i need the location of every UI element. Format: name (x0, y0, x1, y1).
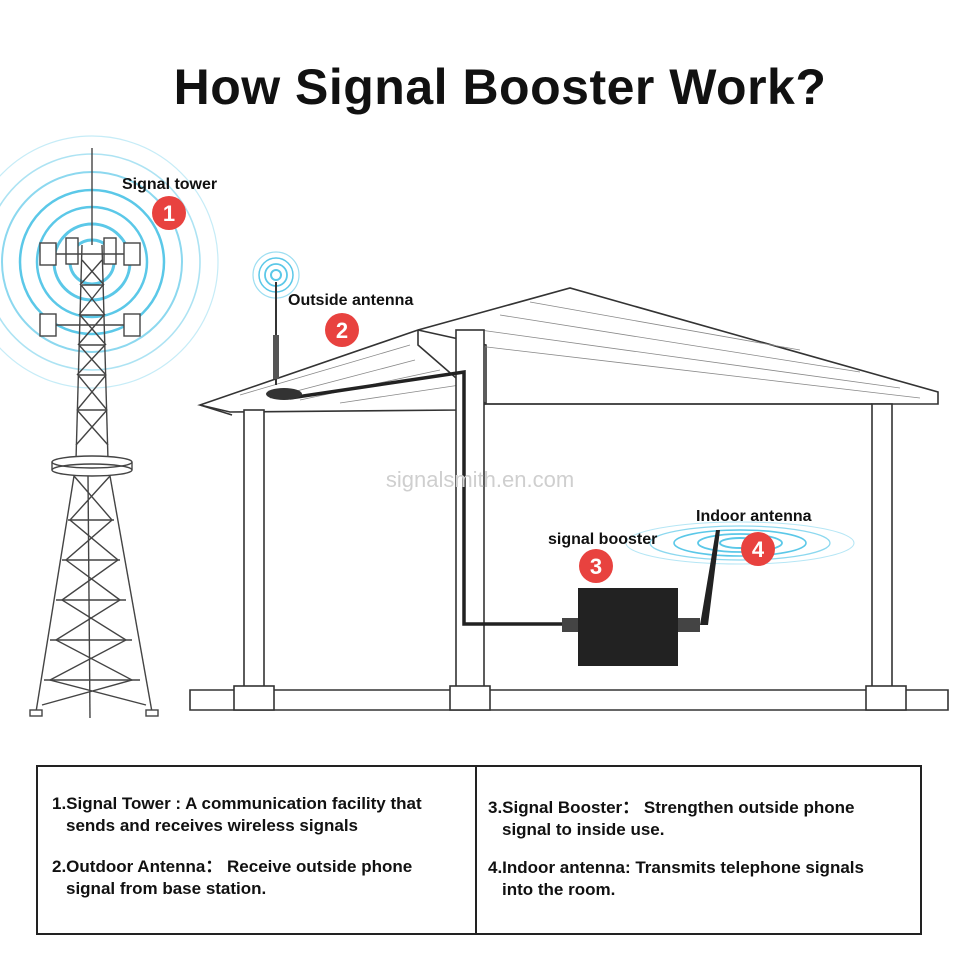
description-outdoor-antenna: 2.Outdoor Antenna： Receive outside phone… (52, 856, 412, 900)
indoor-antenna-icon (700, 530, 720, 625)
antenna-cable (289, 369, 566, 626)
description-signal-tower: 1.Signal Tower : A communication facilit… (52, 793, 422, 837)
marker-2-number: 2 (336, 318, 348, 343)
marker-3-circle (579, 549, 613, 583)
marker-1: 1 (152, 196, 186, 230)
marker-4-circle (741, 532, 775, 566)
table-divider (475, 767, 477, 933)
house-icon (189, 287, 949, 711)
description-indoor-antenna: 4.Indoor antenna: Transmits telephone si… (488, 857, 864, 901)
description-line: 1.Signal Tower : A communication facilit… (52, 794, 422, 813)
marker-2: 2 (325, 313, 359, 347)
description-line: 4.Indoor antenna: Transmits telephone si… (488, 858, 864, 877)
page-title: How Signal Booster Work? (173, 59, 827, 115)
description-line: signal from base station. (66, 879, 267, 898)
marker-2-circle (325, 313, 359, 347)
outside-antenna-icon (266, 282, 302, 400)
indoor-antenna-signal-waves (625, 521, 855, 565)
label-signal-booster: signal booster (548, 531, 657, 548)
description-line: sends and receives wireless signals (66, 816, 358, 835)
marker-3: 3 (579, 549, 613, 583)
description-line: 2.Outdoor Antenna： Receive outside phone (52, 857, 413, 876)
label-indoor-antenna: Indoor antenna (696, 508, 812, 525)
marker-1-circle (152, 196, 186, 230)
marker-4: 4 (741, 532, 775, 566)
marker-1-number: 1 (163, 201, 175, 226)
marker-3-number: 3 (590, 554, 602, 579)
description-line: signal to inside use. (502, 820, 665, 839)
description-line: 3.Signal Booster： Strengthen outside pho… (488, 798, 855, 817)
label-signal-tower: Signal tower (122, 176, 217, 193)
marker-4-number: 4 (752, 537, 765, 562)
description-line: into the room. (502, 880, 616, 899)
watermark: signalsmith.en.com (386, 467, 574, 492)
label-outside-antenna: Outside antenna (288, 292, 413, 309)
description-table: 1.Signal Tower : A communication facilit… (36, 765, 922, 935)
description-signal-booster: 3.Signal Booster： Strengthen outside pho… (488, 797, 854, 841)
signal-tower-icon (29, 148, 159, 719)
signal-booster-icon (562, 588, 700, 666)
